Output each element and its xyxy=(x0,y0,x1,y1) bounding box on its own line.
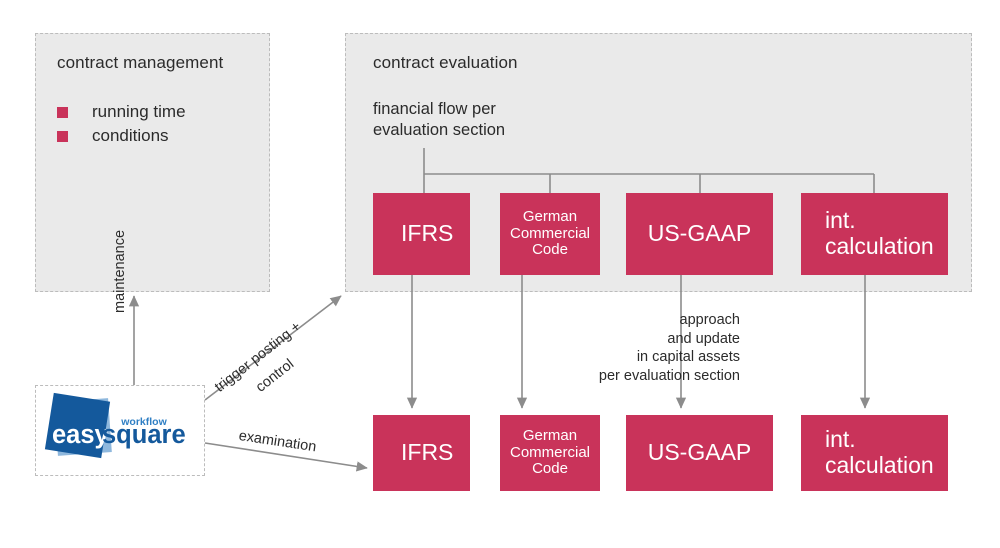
box-top-ifrs[interactable]: IFRS xyxy=(373,193,470,275)
edge-label-examination: examination xyxy=(237,428,318,456)
box-bottom-german-commercial-code[interactable]: German Commercial Code xyxy=(500,415,600,491)
box-label: IFRS xyxy=(401,439,454,466)
box-bottom-ifrs[interactable]: IFRS xyxy=(373,415,470,491)
edge-label-maintenance: maintenance xyxy=(112,229,128,313)
box-label: int. calculation xyxy=(825,207,934,259)
box-label: German Commercial Code xyxy=(509,426,590,478)
easysquare-card: workflow easy square xyxy=(35,385,205,476)
box-bottom-us-gaap[interactable]: US-GAAP xyxy=(626,415,773,491)
box-label: IFRS xyxy=(401,220,454,247)
panel-contract-management xyxy=(35,33,270,292)
contract-management-title: contract management xyxy=(57,53,224,72)
box-top-int-calculation[interactable]: int. calculation xyxy=(801,193,948,275)
box-bottom-int-calculation[interactable]: int. calculation xyxy=(801,415,948,491)
contract-evaluation-title: contract evaluation xyxy=(373,53,518,72)
logo-dark-square-icon xyxy=(44,392,111,459)
box-top-us-gaap[interactable]: US-GAAP xyxy=(626,193,773,275)
box-label: US-GAAP xyxy=(647,439,752,466)
bullet-label: running time xyxy=(92,102,186,121)
box-top-german-commercial-code[interactable]: German Commercial Code xyxy=(500,193,600,275)
easysquare-logo: workflow easy square xyxy=(44,392,186,459)
approach-and-update-note: approach and update in capital assets pe… xyxy=(598,312,740,384)
box-label: int. calculation xyxy=(825,426,934,478)
bullet-square-icon xyxy=(57,130,68,142)
contract-management-bullets: running time conditions xyxy=(57,100,247,148)
list-item: conditions xyxy=(57,124,247,148)
list-item: running time xyxy=(57,100,247,124)
box-label: German Commercial Code xyxy=(509,207,590,259)
logo-easy-text: easy xyxy=(52,421,110,449)
box-label: US-GAAP xyxy=(647,220,752,247)
logo-workflow-text: workflow xyxy=(120,416,167,428)
bullet-square-icon xyxy=(57,106,68,118)
logo-square-text: square xyxy=(102,421,186,449)
financial-flow-caption: financial flow per evaluation section xyxy=(373,100,506,139)
bullet-label: conditions xyxy=(92,126,169,145)
